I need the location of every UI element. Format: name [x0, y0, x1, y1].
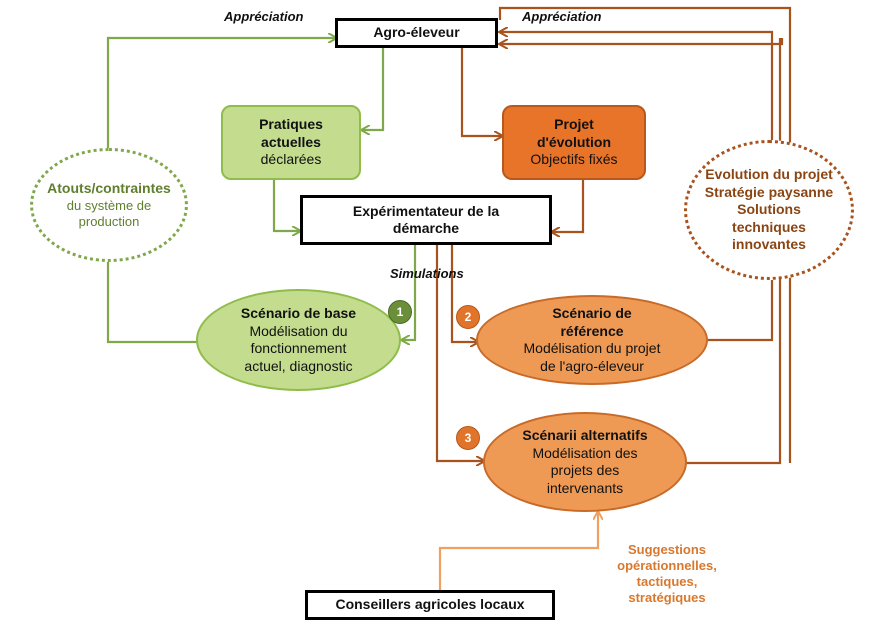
conseillers-label: Conseillers agricoles locaux [335, 596, 525, 613]
line-atouts-to-base [106, 262, 197, 344]
experimentateur-node: Expérimentateur de la démarche [300, 195, 552, 245]
alternatifs-sub-2: projets des [550, 462, 620, 478]
badge-3: 3 [456, 426, 480, 450]
scenarii-alternatifs-node: Scénarii alternatifs Modélisation des pr… [483, 412, 687, 512]
arrow-evolution-to-agro [500, 32, 774, 140]
alternatifs-title: Scénarii alternatifs [522, 427, 648, 443]
agro-eleveur-label: Agro-éleveur [373, 24, 460, 41]
atouts-contraintes-node: Atouts/contraintes du système de product… [30, 148, 188, 262]
arrow-projet-to-experimentateur [552, 180, 585, 232]
base-sub-2: fonctionnement [250, 340, 347, 356]
base-sub-1: Modélisation du [249, 322, 348, 339]
pratiques-line-2: actuelles [261, 133, 321, 150]
pratiques-line-1: Pratiques [259, 116, 323, 133]
arrow-agro-to-projet [460, 48, 502, 136]
reference-sub-1: Modélisation du projet [523, 340, 661, 356]
arrow-experimentateur-to-alternatifs [435, 245, 484, 461]
simulations-label: Simulations [390, 266, 464, 281]
badge-2: 2 [456, 305, 480, 329]
pratiques-line-3: déclarées [260, 151, 322, 168]
agro-eleveur-node: Agro-éleveur [335, 18, 498, 48]
arrow-experimentateur-to-reference [450, 245, 478, 342]
reference-title-1: Scénario de [552, 305, 632, 321]
evolution-line-2: Stratégie paysanne [704, 183, 834, 200]
arrow-pratiques-to-experimentateur [272, 180, 300, 231]
projet-evolution-node: Projet d'évolution Objectifs fixés [502, 105, 646, 180]
experimentateur-line-1: Expérimentateur de la [352, 202, 500, 219]
badge-1: 1 [388, 300, 412, 324]
arrow-conseillers-to-alternatifs [438, 512, 598, 590]
evolution-projet-node: Evolution du projet Stratégie paysanne S… [684, 140, 854, 280]
conseillers-node: Conseillers agricoles locaux [305, 590, 555, 620]
suggestions-line-1: Suggestions [627, 541, 706, 557]
reference-title-2: référence [560, 322, 624, 339]
appreciation-label-left: Appréciation [224, 9, 304, 24]
projet-title-line-2: d'évolution [536, 133, 612, 150]
atouts-sub-2: production [78, 213, 140, 229]
scenario-base-node: Scénario de base Modélisation du fonctio… [196, 289, 401, 391]
scenario-reference-node: Scénario de référence Modélisation du pr… [476, 295, 708, 385]
atouts-sub-1: du système de [66, 197, 152, 213]
projet-sub: Objectifs fixés [530, 151, 618, 168]
projet-title-line-1: Projet [554, 116, 594, 133]
base-sub-3: actuel, diagnostic [244, 357, 353, 374]
suggestions-text: Suggestions opérationnelles, tactiques, … [600, 537, 734, 611]
arrow-experimentateur-to-base [402, 245, 417, 340]
arrow-right-to-agro-mid [500, 38, 784, 44]
alternatifs-sub-1: Modélisation des [532, 444, 638, 461]
experimentateur-line-2: démarche [392, 220, 460, 236]
evolution-line-3: Solutions [737, 201, 801, 218]
base-title: Scénario de base [240, 305, 357, 321]
arrow-atouts-to-agro [106, 38, 336, 148]
arrow-agro-to-pratiques [362, 48, 385, 130]
evolution-line-4: techniques [732, 218, 806, 235]
reference-sub-2: de l'agro-éleveur [540, 357, 644, 374]
suggestions-line-3: tactiques, [636, 574, 698, 589]
suggestions-line-4: stratégiques [628, 590, 706, 606]
alternatifs-sub-3: intervenants [546, 479, 624, 496]
atouts-title: Atouts/contraintes [47, 180, 171, 196]
evolution-line-5: innovantes [732, 236, 806, 253]
suggestions-line-2: opérationnelles, [617, 557, 717, 573]
pratiques-node: Pratiques actuelles déclarées [221, 105, 361, 180]
appreciation-label-right: Appréciation [522, 9, 602, 24]
evolution-line-1: Evolution du projet [705, 166, 833, 183]
line-reference-to-right [708, 280, 774, 342]
